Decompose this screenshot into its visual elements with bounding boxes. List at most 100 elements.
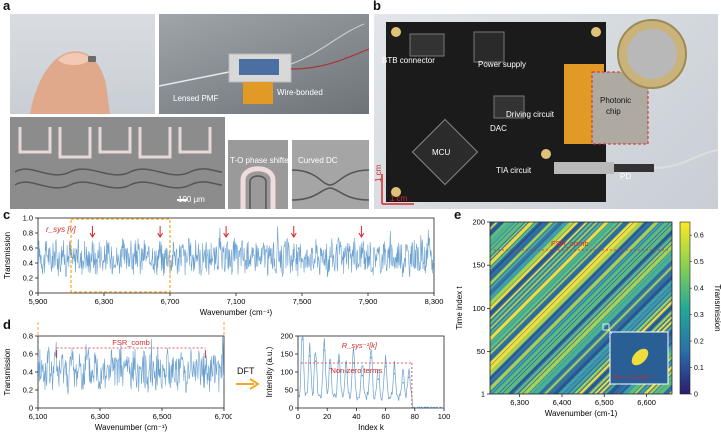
heatmap-stripe <box>508 230 672 394</box>
peak-arrow-icon <box>290 226 297 238</box>
colorbar-tick-label: 0.3 <box>694 312 704 319</box>
colorbar-label: Transmission <box>713 284 721 331</box>
heatmap-stripe <box>583 305 672 394</box>
heatmap-stripe <box>490 222 559 291</box>
heatmap-inset-blob <box>631 348 649 366</box>
colorbar-tick-label: 0 <box>694 392 698 399</box>
label-power-supply: Power supply <box>478 60 527 69</box>
tiny-chip-icon <box>88 56 96 62</box>
dft-arrow-icon <box>236 378 260 390</box>
colorbar-tick-label: 0.6 <box>694 233 704 240</box>
zoom-region-box <box>70 218 171 293</box>
heatmap-stripe <box>490 222 594 326</box>
intensity-peak-point <box>338 360 340 362</box>
y-tick-label: 100 <box>472 304 485 313</box>
heatmap-stripe <box>490 222 575 307</box>
intensity-peak-point <box>301 338 304 341</box>
heatmap-stripe <box>490 222 630 362</box>
intensity-peak-point <box>408 376 410 379</box>
heatmap-stripe <box>490 222 640 372</box>
pcb-illustration <box>381 19 718 205</box>
heatmap-stripe <box>490 222 525 257</box>
photo-to-phase-shifter: T-O phase shifter <box>228 140 288 209</box>
x-tick-label: 6,400 <box>553 398 572 407</box>
y-tick-label: 0 <box>29 404 33 413</box>
x-tick-label: 6,300 <box>91 412 110 421</box>
label-curved-dc: Curved DC <box>298 156 338 165</box>
photo-packaged-chip: Lensed PMF Wire-bonded <box>159 14 369 114</box>
intensity-peak-point <box>370 356 372 359</box>
y-tick-label: 200 <box>280 332 293 341</box>
heatmap-stripe <box>490 222 539 271</box>
y-tick-label: 150 <box>472 261 485 270</box>
x-tick-label: 6,500 <box>595 398 614 407</box>
y-tick-label: 1 <box>481 390 485 399</box>
y-axis-label: Transmission <box>3 348 12 395</box>
label-to-phase-shifter: T-O phase shifter <box>230 156 288 165</box>
colorbar-tick-label: 0.4 <box>694 286 704 293</box>
heatmap-stripe <box>490 222 660 392</box>
label-1cm-horizontal: 1 cm <box>390 194 408 203</box>
y-tick-label: 0.6 <box>23 350 33 359</box>
heatmap-stripe <box>490 222 599 331</box>
x-tick-label: 6,700 <box>215 412 232 421</box>
panel-label-d: d <box>3 317 11 332</box>
y-tick-label: 0.8 <box>23 332 33 341</box>
photo-micrograph: 100 μm <box>10 117 225 209</box>
heatmap-stripe <box>490 222 654 386</box>
x-axis-label: Index k <box>358 423 385 432</box>
heatmap-stripe <box>490 222 645 377</box>
annotation-fsr-comb: FSR_comb <box>112 338 150 347</box>
colorbar <box>679 221 691 395</box>
y-tick-label: 0.2 <box>23 386 33 395</box>
heatmap-stripe <box>490 222 528 260</box>
heatmap-stripe <box>490 222 535 267</box>
heatmap-stripe <box>552 274 672 394</box>
heatmap-stripe <box>568 290 672 394</box>
y-tick-label: 50 <box>477 347 485 356</box>
y-axis-label: Intensity (a.u.) <box>265 346 274 397</box>
x-tick-label: 6,300 <box>95 297 114 306</box>
panel-label-e: e <box>454 207 462 222</box>
intensity-series-line <box>297 334 444 409</box>
heatmap-stripe <box>492 222 670 394</box>
intensity-peak-point <box>361 374 364 377</box>
heatmap-inset-label: δν = 1.2 cm⁻¹ <box>614 374 654 381</box>
y-tick-label: 0.8 <box>23 229 33 238</box>
photo-finger-chip <box>10 14 155 114</box>
annotation-r-sys: r_sys [v] <box>46 225 77 234</box>
y-tick-label: 150 <box>280 350 293 359</box>
label-1cm-vertical: 1 cm <box>374 164 383 182</box>
heatmap-stripe <box>522 244 672 394</box>
annotation-non-zero-terms: Non-zero terms <box>331 366 383 375</box>
heatmap-stripe <box>518 240 672 394</box>
intensity-peak-point <box>323 349 326 352</box>
heatmap-stripe <box>513 235 672 394</box>
y-tick-label: 0 <box>289 404 293 413</box>
heatmap-stripe <box>563 285 672 394</box>
label-photonic-chip-2: chip <box>606 107 621 116</box>
heatmap-stripe <box>490 222 570 302</box>
label-lensed-pmf: Lensed PMF <box>173 94 219 103</box>
heatmap-stripe <box>548 270 672 394</box>
x-axis-label: Wavenumber (cm⁻¹) <box>200 308 273 317</box>
label-btb-connector: BTB connector <box>382 56 435 65</box>
heatmap-stripe <box>665 212 721 404</box>
transmission-series-line <box>37 226 435 278</box>
intensity-peak-point <box>377 378 380 380</box>
x-tick-label: 8,300 <box>425 297 444 306</box>
heatmap-stripe <box>498 222 672 394</box>
x-tick-label: 7,900 <box>359 297 378 306</box>
heatmap-stripe <box>578 300 672 394</box>
label-wire-bonded: Wire-bonded <box>277 88 323 97</box>
peak-arrow-icon <box>223 226 230 238</box>
heatmap-stripe <box>502 224 672 394</box>
x-tick-label: 6,600 <box>637 398 656 407</box>
peak-arrow-icon <box>157 226 164 238</box>
x-axis-label: Wavenumber (cm-1) <box>545 409 618 418</box>
x-tick-label: 6,300 <box>510 398 529 407</box>
heatmap-stripe <box>490 222 519 251</box>
y-tick-label: 0.4 <box>23 259 33 268</box>
